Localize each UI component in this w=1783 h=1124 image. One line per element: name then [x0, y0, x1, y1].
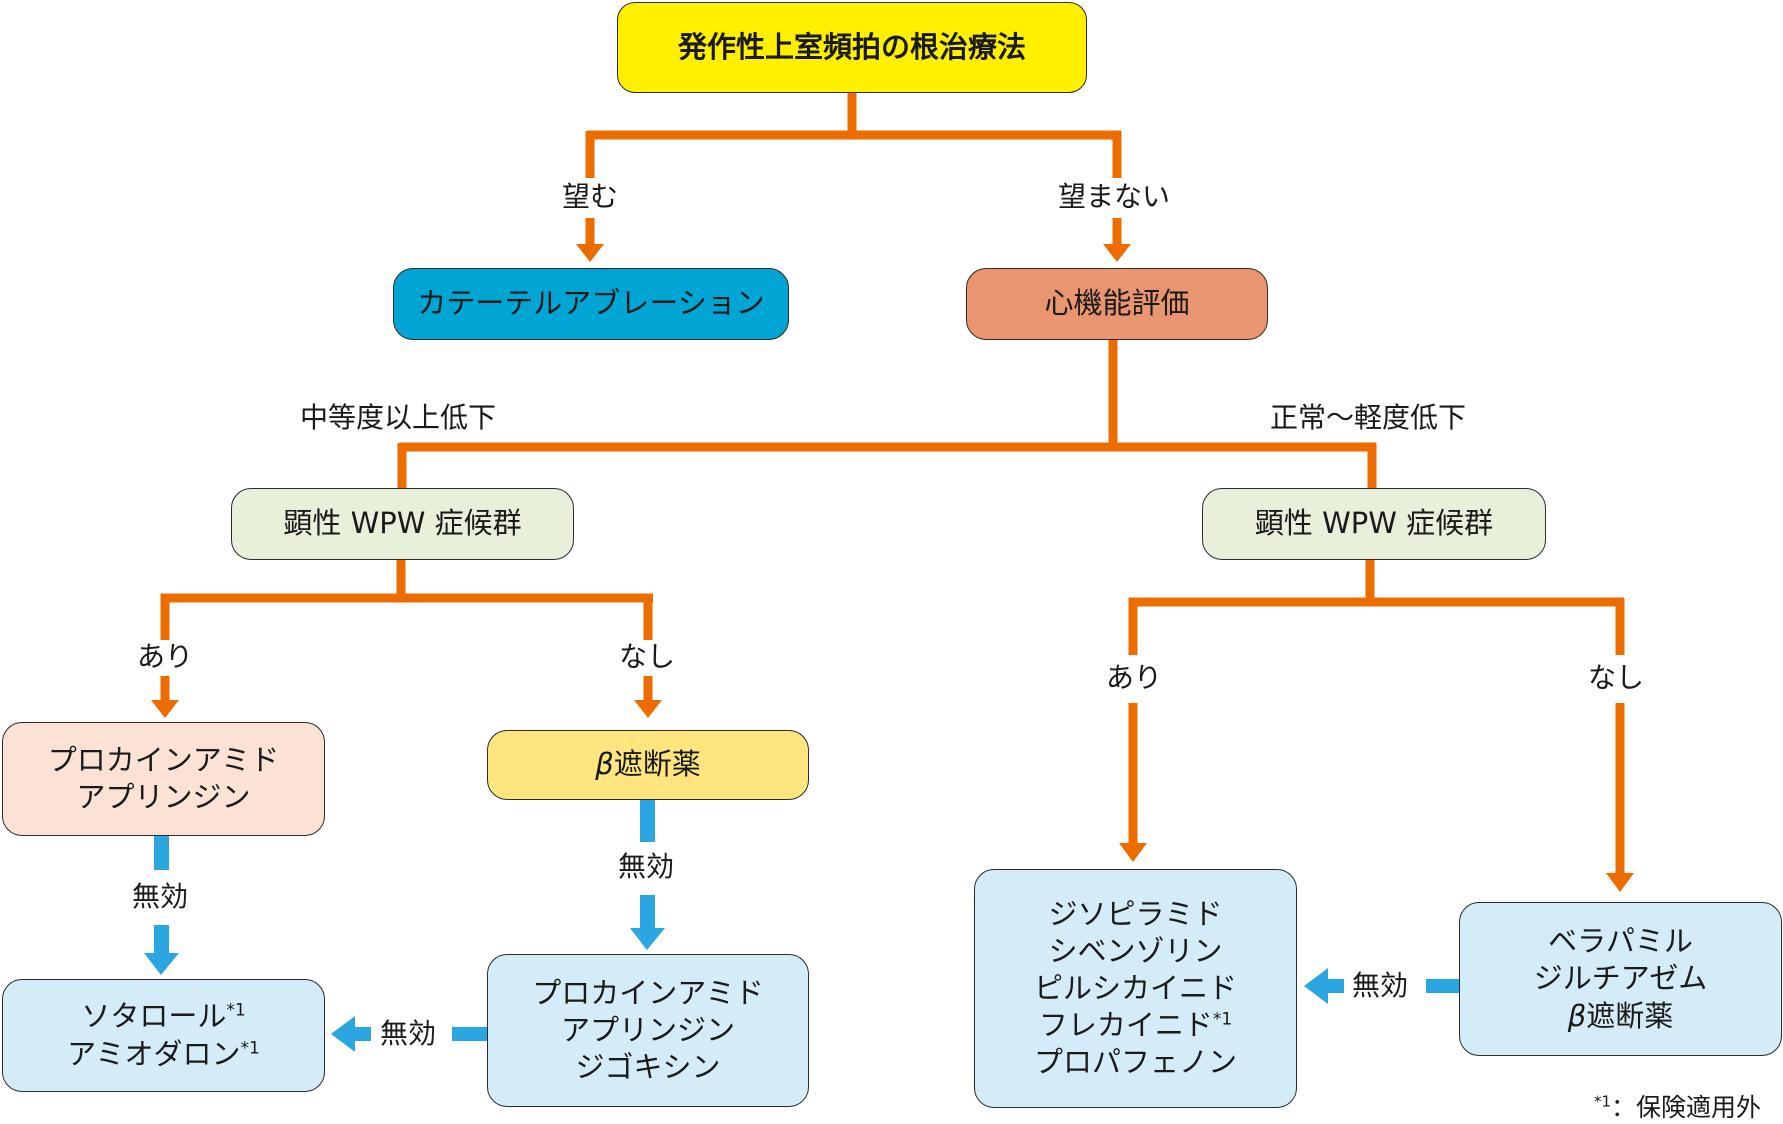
node-verapamil-diltiazem-beta: ベラパミル ジルチアゼム β遮断薬 — [1459, 902, 1782, 1056]
node-root-text: 発作性上室頻拍の根治療法 — [677, 29, 1026, 64]
blue-arrowhead-mid-down — [630, 928, 665, 950]
node-catheter-ablation: カテーテルアブレーション — [393, 268, 789, 340]
node-catheter-ablation-text: カテーテルアブレーション — [417, 286, 765, 321]
node-wpw-left: 顕性 WPW 症候群 — [231, 488, 574, 560]
blue-line-left-bottom — [154, 925, 169, 955]
blue-line-right-left — [1326, 979, 1344, 993]
label-normal-mild: 正常〜軽度低下 — [1270, 401, 1467, 434]
label-left-nashi: なし — [619, 640, 676, 673]
node-procainamide-aprindine-digoxin: プロカインアミド アプリンジン ジゴキシン — [487, 954, 809, 1107]
arrowhead-left-nashi — [634, 700, 662, 718]
blue-line-right-right — [1426, 979, 1459, 993]
drug-line: β遮断薬 — [1568, 998, 1674, 1035]
orange-connectors — [160, 93, 1625, 875]
drug-line: ベラパミル — [1548, 924, 1693, 959]
drug-line: ジルチアゼム — [1533, 961, 1708, 996]
drug-line: ジゴキシン — [575, 1050, 721, 1085]
drug-line: アミオダロン*1 — [67, 1036, 260, 1073]
blue-line-mid-top — [640, 800, 655, 842]
node-beta-blocker: β遮断薬 — [487, 730, 809, 800]
arrowhead-cardiac — [1103, 244, 1131, 262]
beta-symbol: β — [595, 747, 614, 782]
node-class1-drugs: ジソピラミド シベンゾリン ピルシカイニド フレカイニド*1 プロパフェノン — [974, 869, 1297, 1108]
drug-line: ピルシカイニド — [1033, 970, 1237, 1005]
footnote-marker: *1 — [240, 1037, 260, 1058]
blue-line-bottom-left — [353, 1027, 371, 1041]
node-beta-blocker-text: β遮断薬 — [595, 746, 701, 783]
drug-line: プロパフェノン — [1033, 1045, 1237, 1080]
node-root: 発作性上室頻拍の根治療法 — [617, 2, 1087, 93]
label-right-nashi: なし — [1588, 661, 1645, 694]
label-want: 望む — [562, 180, 619, 213]
drug-line: アプリンジン — [76, 780, 251, 814]
drug-name: フレカイニド — [1038, 1008, 1213, 1043]
blue-line-bottom-right — [452, 1027, 487, 1041]
node-sotalol-amiodarone: ソタロール*1 アミオダロン*1 — [2, 979, 325, 1092]
label-ineffective-bottom: 無効 — [380, 1017, 437, 1050]
footnote-marker: *1 — [1212, 1009, 1233, 1030]
beta-blocker-label: 遮断薬 — [613, 747, 701, 782]
beta-symbol: β — [1567, 998, 1587, 1033]
blue-arrowhead-left — [331, 1016, 355, 1052]
connector-cardiac-split — [397, 340, 1377, 488]
label-left-ari: あり — [137, 640, 194, 673]
footnote: *1：保険適用外 — [1594, 1088, 1761, 1124]
drug-line: フレカイニド*1 — [1039, 1007, 1232, 1044]
node-cardiac-function-eval: 心機能評価 — [966, 268, 1268, 340]
node-cardiac-function-eval-text: 心機能評価 — [1044, 286, 1190, 321]
arrowhead-left-ari — [151, 700, 179, 718]
arrowhead-right-nashi — [1606, 873, 1634, 892]
drug-line: アプリンジン — [560, 1012, 735, 1047]
blue-line-mid-bottom — [640, 895, 655, 930]
drug-name: ソタロール — [81, 999, 227, 1034]
arrowhead-right-ari — [1119, 843, 1147, 862]
node-procainamide-aprindine: プロカインアミド アプリンジン — [2, 722, 325, 836]
drug-line: プロカインアミド — [532, 975, 764, 1010]
footnote-marker: *1 — [1594, 1092, 1612, 1111]
arrowhead-ablation — [576, 244, 604, 262]
connector-root-split — [585, 93, 1122, 178]
blue-line-left-top — [154, 836, 169, 870]
connector-wpwright-split — [1128, 560, 1625, 655]
label-ineffective-mid: 無効 — [618, 850, 675, 883]
blue-arrowhead-right — [1304, 968, 1328, 1004]
connector-wpwleft-split — [160, 560, 653, 640]
label-right-ari: あり — [1106, 661, 1163, 694]
blue-connectors — [144, 800, 1459, 1052]
drug-name: アミオダロン — [67, 1036, 241, 1071]
node-wpw-left-text: 顕性 WPW 症候群 — [283, 506, 522, 541]
footnote-text: ：保険適用外 — [1611, 1093, 1762, 1122]
drug-line: ジソピラミド — [1048, 896, 1223, 931]
label-ineffective-left: 無効 — [132, 880, 189, 913]
drug-line: ソタロール*1 — [81, 998, 245, 1035]
drug-line: シベンゾリン — [1048, 933, 1223, 968]
node-wpw-right: 顕性 WPW 症候群 — [1202, 488, 1546, 560]
beta-blocker-label: 遮断薬 — [1586, 998, 1674, 1033]
node-wpw-right-text: 顕性 WPW 症候群 — [1254, 506, 1494, 541]
drug-line: プロカインアミド — [47, 742, 280, 777]
blue-arrowhead-left-down — [144, 953, 179, 975]
label-ineffective-right: 無効 — [1352, 969, 1409, 1002]
label-moderate-decline: 中等度以上低下 — [300, 401, 497, 434]
footnote-marker: *1 — [226, 1000, 246, 1021]
label-not-want: 望まない — [1058, 180, 1171, 213]
orange-arrowheads — [151, 244, 1634, 892]
